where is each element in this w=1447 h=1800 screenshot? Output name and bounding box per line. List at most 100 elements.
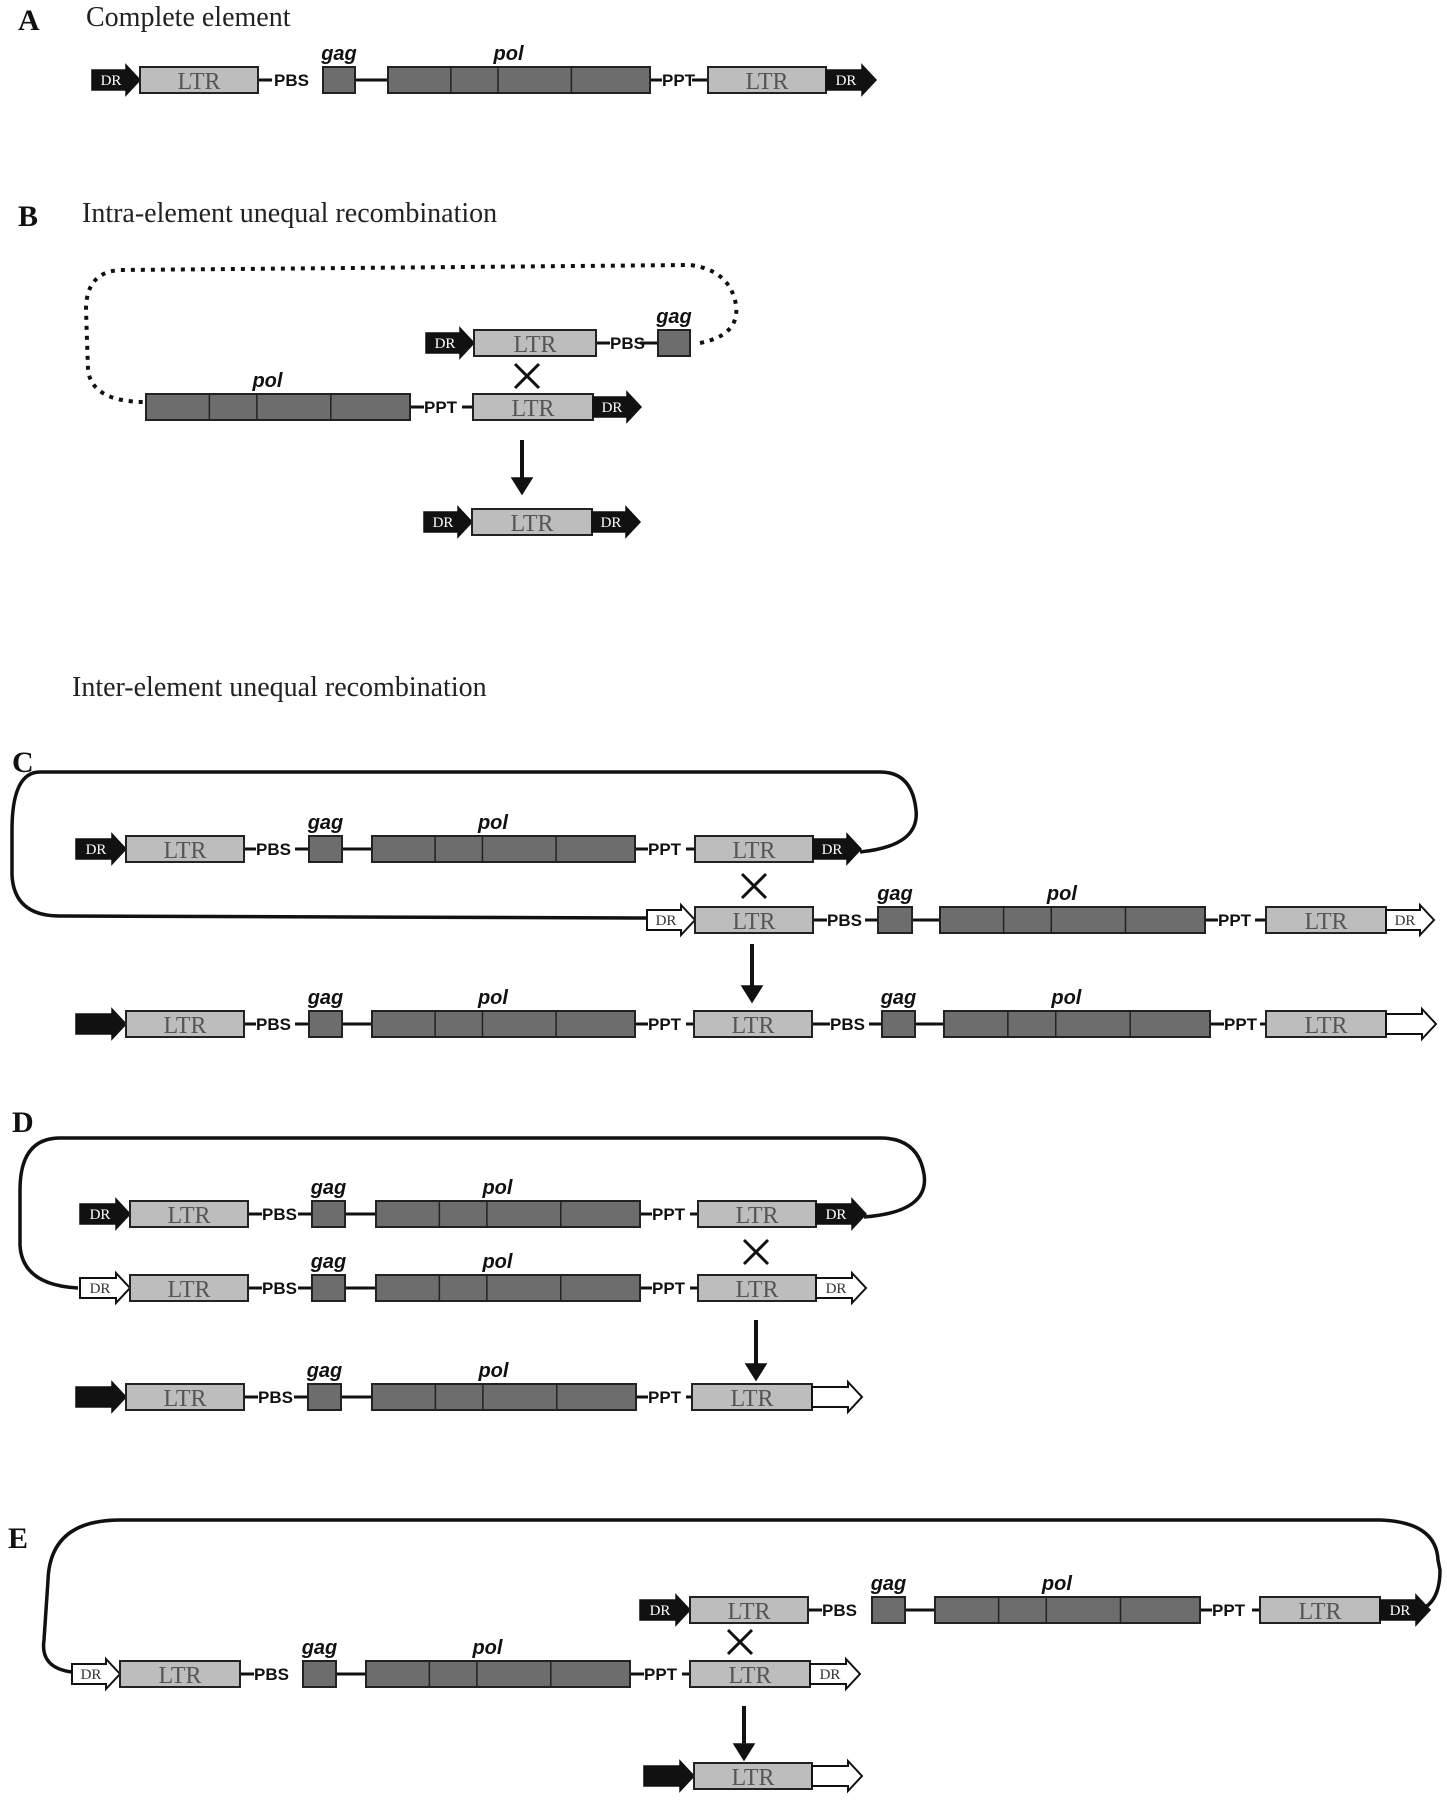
- pbs-label: PBS: [262, 1205, 297, 1224]
- dr-arrow-black: [812, 832, 863, 866]
- pol-label: pol: [251, 370, 282, 392]
- gag-box: [308, 1010, 343, 1038]
- dr-arrow-white: [1385, 1006, 1438, 1042]
- dr-arrow-black: [423, 505, 474, 539]
- gag-label: gag: [876, 883, 913, 905]
- ppt-label: PPT: [1212, 1601, 1246, 1620]
- dr-arrow-black: [425, 326, 476, 360]
- ltr-box: [697, 1274, 817, 1302]
- gag-label: gag: [301, 1637, 338, 1659]
- ltr-box: [689, 1596, 809, 1624]
- pol-label: pol: [471, 1637, 502, 1659]
- dr-label: DR: [826, 1281, 847, 1297]
- ltr-label: LTR: [177, 69, 220, 95]
- dr-label: DR: [435, 336, 456, 352]
- pol-label: pol: [477, 987, 508, 1009]
- dr-arrow-white: [811, 1758, 864, 1794]
- pol-label: pol: [481, 1177, 512, 1199]
- dr-label: DR: [836, 73, 857, 89]
- panel-letter-e: E: [8, 1522, 28, 1555]
- gag-label: gag: [307, 987, 344, 1009]
- ltr-label: LTR: [167, 1203, 210, 1229]
- dr-arrow-black: [75, 832, 128, 866]
- pbs-label: PBS: [254, 1665, 289, 1684]
- dr-arrow-black: [1379, 1593, 1432, 1627]
- pbs-label: PBS: [830, 1015, 865, 1034]
- ltr-label: LTR: [730, 1386, 773, 1412]
- dr-arrow-black: [75, 1007, 128, 1041]
- dr-label: DR: [81, 1667, 102, 1683]
- dr-label: DR: [656, 913, 677, 929]
- dr-arrow-white: [809, 1656, 862, 1692]
- gag-label: gag: [880, 987, 917, 1009]
- result-arrow-head: [744, 1363, 768, 1382]
- pol-label: pol: [481, 1251, 512, 1273]
- panel-letter-c: C: [12, 746, 34, 779]
- ltr-box: [119, 1660, 241, 1688]
- ltr-box: [139, 66, 259, 94]
- dr-arrow-black: [75, 1380, 128, 1414]
- dr-arrow-black: [639, 1593, 692, 1627]
- ltr-box: [689, 1660, 811, 1688]
- pol-box: [371, 1010, 636, 1038]
- ltr-label: LTR: [731, 1013, 774, 1039]
- ltr-box: [472, 393, 594, 421]
- ltr-box: [473, 329, 597, 357]
- gag-label: gag: [655, 306, 692, 328]
- panel-title-inter: Inter-element unequal recombination: [72, 672, 487, 703]
- dr-arrow-black: [592, 390, 643, 424]
- ltr-label: LTR: [1298, 1599, 1341, 1625]
- gag-box: [881, 1010, 916, 1038]
- ppt-label: PPT: [648, 840, 682, 859]
- pol-label: pol: [1050, 987, 1081, 1009]
- ltr-label: LTR: [735, 1203, 778, 1229]
- ltr-box: [697, 1200, 817, 1228]
- pol-box: [943, 1010, 1211, 1038]
- gag-box: [302, 1660, 337, 1688]
- dr-arrow-black: [91, 63, 142, 97]
- recombination-loop: [10, 770, 918, 920]
- gag-label: gag: [320, 43, 357, 65]
- pol-label: pol: [1046, 883, 1077, 905]
- gag-label: gag: [310, 1177, 347, 1199]
- dr-label: DR: [90, 1207, 111, 1223]
- crossover-mark: [726, 1628, 754, 1656]
- result-arrow-head: [510, 477, 534, 496]
- dr-arrow-black: [591, 505, 642, 539]
- pbs-label: PBS: [274, 71, 309, 90]
- gag-box: [871, 1596, 906, 1624]
- panel-title-a: Complete element: [86, 2, 291, 33]
- pbs-label: PBS: [256, 840, 291, 859]
- recombination-loop: [41, 1518, 1442, 1674]
- ltr-label: LTR: [1304, 1013, 1347, 1039]
- ltr-label: LTR: [167, 1277, 210, 1303]
- dr-arrow-white: [1385, 902, 1436, 938]
- ltr-box: [129, 1274, 249, 1302]
- dr-arrow-white: [71, 1656, 122, 1692]
- dr-label: DR: [1390, 1603, 1411, 1619]
- dr-arrow-white: [646, 902, 697, 938]
- ltr-label: LTR: [731, 1765, 774, 1791]
- dr-label: DR: [86, 842, 107, 858]
- panel-letter-b: B: [18, 200, 38, 233]
- gag-label: gag: [306, 1360, 343, 1382]
- pol-label: pol: [477, 812, 508, 834]
- panel-letter-a: A: [18, 4, 40, 37]
- result-arrow-head: [740, 985, 764, 1004]
- pol-box: [371, 1383, 637, 1411]
- gag-label: gag: [310, 1251, 347, 1273]
- pbs-label: PBS: [827, 911, 862, 930]
- gag-box: [311, 1274, 346, 1302]
- ltr-box: [129, 1200, 249, 1228]
- ltr-label: LTR: [163, 1386, 206, 1412]
- crossover-mark: [513, 362, 541, 390]
- panel-title-b: Intra-element unequal recombination: [82, 198, 497, 229]
- ppt-label: PPT: [648, 1388, 682, 1407]
- dr-label: DR: [820, 1667, 841, 1683]
- dr-label: DR: [602, 400, 623, 416]
- pol-label: pol: [477, 1360, 508, 1382]
- dr-label: DR: [601, 515, 622, 531]
- dr-label: DR: [822, 842, 843, 858]
